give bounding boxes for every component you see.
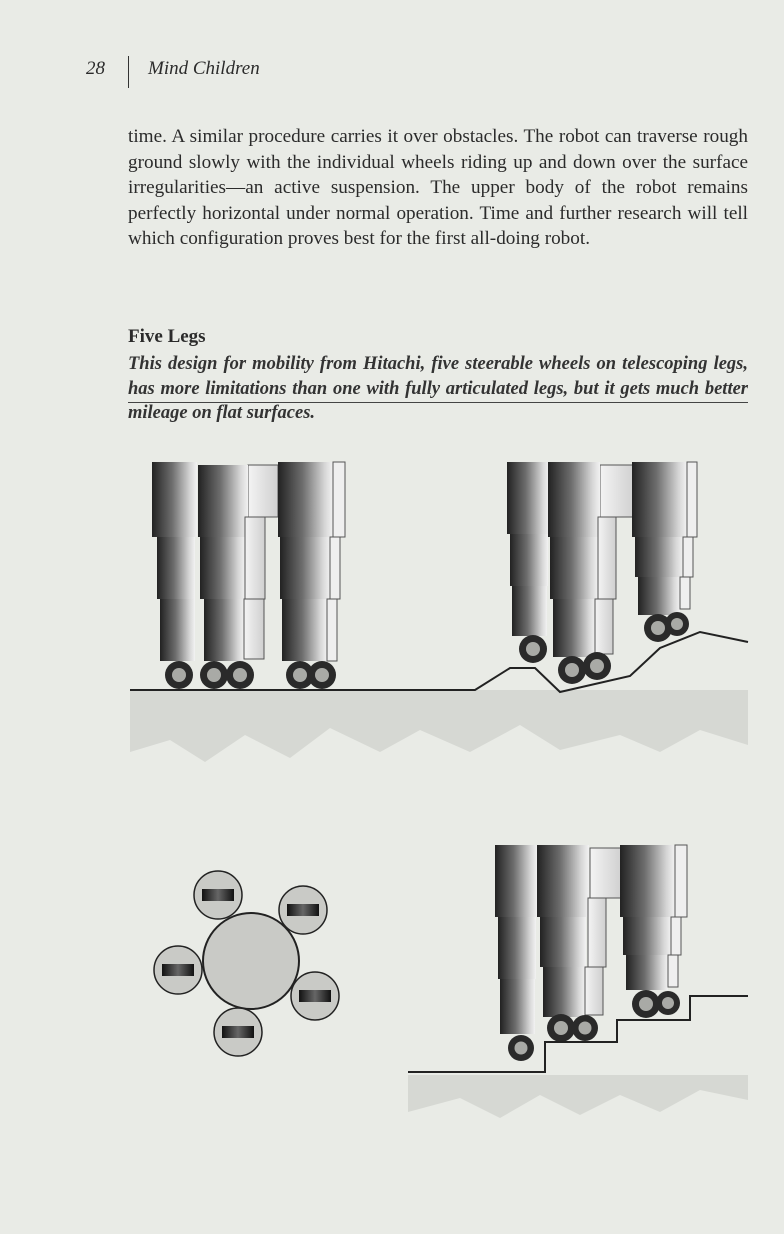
wheel-pod-icon — [278, 885, 328, 935]
wheel-icon — [572, 1015, 598, 1041]
figure-caption-text: This design for mobility from Hitachi, f… — [128, 354, 748, 423]
wheel-icon — [558, 656, 586, 684]
ground-fill — [130, 690, 748, 762]
robot-flat — [152, 461, 346, 689]
wheel-icon — [286, 661, 314, 689]
wheel-pod-icon — [193, 870, 243, 920]
wheel-icon — [583, 652, 611, 680]
ground-line — [130, 630, 749, 694]
header-divider — [128, 56, 129, 88]
wheel-icon — [508, 1035, 534, 1061]
figure-title: Five Legs — [128, 326, 206, 347]
ground-fill — [408, 1075, 748, 1118]
wheel-icon — [547, 1014, 575, 1042]
wheel-icon — [632, 990, 660, 1018]
robot-stairs — [495, 844, 688, 1061]
wheel-icon — [665, 612, 689, 636]
wheel-icon — [308, 661, 336, 689]
stair-line — [408, 995, 748, 1073]
wheel-icon — [165, 661, 193, 689]
wheel-pod-icon — [290, 971, 340, 1021]
wheel-icon — [200, 661, 228, 689]
figure-caption: Five Legs This design for mobility from … — [128, 326, 748, 426]
page-number: 28 — [86, 58, 105, 79]
wheel-icon — [519, 635, 547, 663]
body-paragraph: time. A similar procedure carries it ove… — [128, 126, 748, 249]
running-title: Mind Children — [148, 58, 260, 79]
body-disc — [202, 912, 300, 1010]
wheel-icon — [644, 614, 672, 642]
top-view-diagram — [153, 870, 340, 1057]
wheel-icon — [656, 991, 680, 1015]
wheel-icon — [226, 661, 254, 689]
robot-rough — [507, 461, 698, 684]
caption-rule — [128, 402, 748, 403]
wheel-pod-icon — [213, 1007, 263, 1057]
body-text: time. A similar procedure carries it ove… — [128, 124, 748, 252]
wheel-pod-icon — [153, 945, 203, 995]
